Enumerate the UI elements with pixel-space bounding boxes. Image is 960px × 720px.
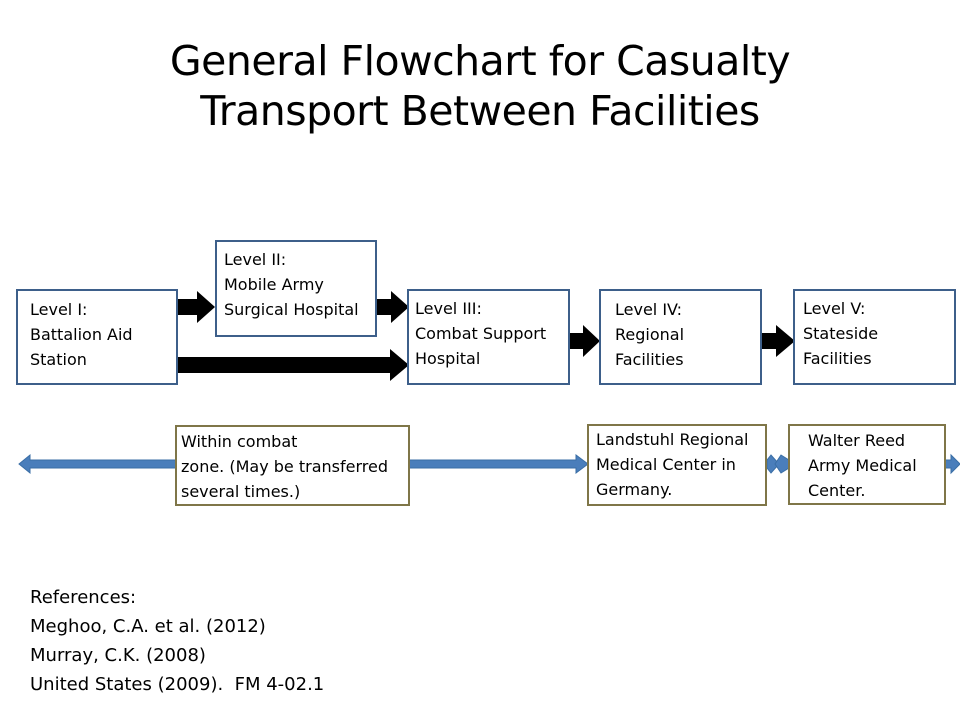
arrow-level1-to-level3 (177, 349, 409, 381)
title-line-2: Transport Between Facilities (200, 87, 760, 135)
level-1-line3: Station (30, 350, 87, 369)
level-3-box: Level III: Combat Support Hospital (407, 289, 570, 385)
references-heading: References: (30, 587, 137, 608)
slide-title: General Flowchart for Casualty Transport… (0, 36, 960, 136)
timeline-arrow-landstuhl-to-walterreed (766, 454, 780, 474)
level-4-line3: Facilities (615, 350, 684, 369)
level-5-line2: Stateside (803, 324, 879, 343)
timeline-arrow-walterreed-back (774, 454, 790, 474)
note-landstuhl-line1: Landstuhl Regional (596, 430, 749, 449)
level-5-label: Level V: (803, 299, 866, 318)
timeline-arrow-right (944, 453, 960, 475)
note-combat-zone: Within combat zone. (May be transferred … (175, 425, 410, 506)
arrow-level2-to-level3 (376, 291, 409, 323)
level-4-label: Level IV: (615, 300, 683, 319)
note-landstuhl: Landstuhl Regional Medical Center in Ger… (587, 424, 767, 506)
level-2-line2: Mobile Army (224, 275, 324, 294)
level-3-line2: Combat Support (415, 324, 547, 343)
level-5-box: Level V: Stateside Facilities (793, 289, 956, 385)
note-landstuhl-line3: Germany. (596, 480, 673, 499)
note-walter-reed-line2: Army Medical (808, 456, 917, 475)
level-1-line2: Battalion Aid (30, 325, 133, 344)
note-combat-zone-line3: several times.) (181, 482, 301, 501)
note-landstuhl-line2: Medical Center in (596, 455, 736, 474)
arrow-level1-to-level2 (177, 291, 215, 323)
level-1-label: Level I: (30, 300, 88, 319)
level-1-box: Level I: Battalion Aid Station (16, 289, 178, 385)
level-4-box: Level IV: Regional Facilities (599, 289, 762, 385)
timeline-arrow-left (18, 453, 177, 475)
reference-item: Murray, C.K. (2008) (30, 645, 206, 666)
timeline-arrow-combat-to-landstuhl (408, 454, 589, 474)
level-2-box: Level II: Mobile Army Surgical Hospital (215, 240, 377, 337)
note-walter-reed-line1: Walter Reed (808, 431, 906, 450)
note-walter-reed-line3: Center. (808, 481, 866, 500)
note-walter-reed: Walter Reed Army Medical Center. (788, 424, 946, 505)
note-combat-zone-line2: zone. (May be transferred (181, 457, 388, 476)
level-2-label: Level II: (224, 250, 287, 269)
level-3-label: Level III: (415, 299, 482, 318)
level-5-line3: Facilities (803, 349, 872, 368)
title-line-1: General Flowchart for Casualty (169, 37, 791, 85)
level-2-line3: Surgical Hospital (224, 300, 359, 319)
arrow-level3-to-level4 (569, 325, 600, 357)
level-3-line3: Hospital (415, 349, 481, 368)
arrow-level4-to-level5 (761, 325, 795, 357)
references: References: Meghoo, C.A. et al. (2012) M… (30, 583, 324, 699)
reference-item: United States (2009). FM 4-02.1 (30, 674, 325, 695)
level-4-line2: Regional (615, 325, 685, 344)
note-combat-zone-line1: Within combat (181, 432, 298, 451)
reference-item: Meghoo, C.A. et al. (2012) (30, 616, 266, 637)
